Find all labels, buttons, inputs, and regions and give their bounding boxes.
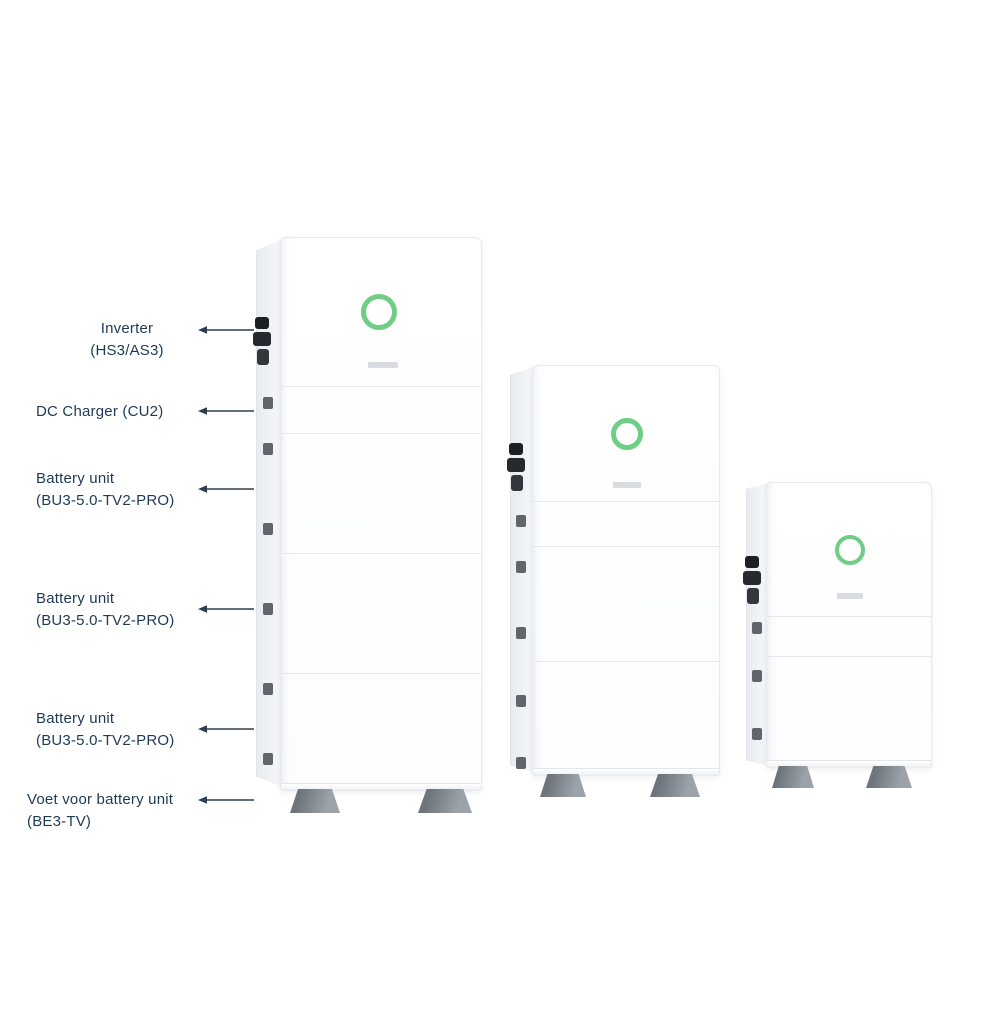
status-ring-icon: [611, 418, 643, 450]
side-port: [263, 397, 273, 409]
tower-front-panel: [532, 365, 720, 776]
tower-front-panel: [766, 482, 932, 768]
dc-connector-icon: [743, 556, 765, 608]
label-text: (HS3/AS3): [90, 342, 164, 359]
label-text: Battery unit: [36, 710, 115, 727]
label-text: (BU3-5.0-TV2-PRO): [36, 732, 175, 749]
label-text: DC Charger (CU2): [36, 403, 164, 420]
battery-section: [281, 673, 481, 790]
dc-charger-section: [767, 616, 931, 656]
side-port: [263, 683, 273, 695]
inverter-section: [767, 483, 931, 616]
label-text: (BE3-TV): [27, 813, 92, 830]
side-port: [263, 603, 273, 615]
label-text: Inverter: [100, 320, 154, 337]
side-port: [263, 443, 273, 455]
battery-section: [533, 546, 719, 661]
side-port: [752, 728, 762, 740]
callout-arrow: [198, 605, 254, 613]
label-text: (BU3-5.0-TV2-PRO): [36, 492, 175, 509]
side-port: [516, 695, 526, 707]
label-text: Battery unit: [36, 590, 115, 607]
label-inverter: Inverter (HS3/AS3): [70, 318, 184, 362]
battery-section: [767, 656, 931, 767]
side-port: [516, 515, 526, 527]
label-text: (BU3-5.0-TV2-PRO): [36, 612, 175, 629]
battery-section: [281, 553, 481, 673]
side-port: [263, 523, 273, 535]
inverter-section: [533, 366, 719, 501]
callout-arrow: [198, 725, 254, 733]
callout-arrow: [198, 407, 254, 415]
battery-tower-small: [743, 482, 932, 794]
side-port: [516, 757, 526, 769]
battery-tower-medium: [507, 365, 720, 802]
callout-arrow: [198, 326, 254, 334]
tower-foot: [290, 789, 340, 813]
label-battery-unit-1: Battery unit (BU3-5.0-TV2-PRO): [36, 468, 174, 512]
label-dc-charger: DC Charger (CU2): [36, 401, 163, 423]
side-port: [516, 561, 526, 573]
battery-section: [533, 661, 719, 775]
base-strip: [767, 760, 931, 767]
brand-mark: [368, 362, 398, 368]
status-ring-icon: [361, 294, 397, 330]
tower-front-panel: [280, 237, 482, 791]
brand-mark: [613, 482, 641, 488]
tower-side-panel: [256, 239, 282, 787]
brand-mark: [837, 593, 863, 599]
label-text: Battery unit: [36, 470, 115, 487]
label-battery-base: Voet voor battery unit (BE3-TV): [27, 789, 173, 833]
label-battery-unit-2: Battery unit (BU3-5.0-TV2-PRO): [36, 588, 174, 632]
tower-foot: [540, 774, 586, 797]
label-text: Voet voor battery unit: [27, 791, 174, 808]
side-port: [752, 622, 762, 634]
callout-arrow: [198, 796, 254, 804]
label-battery-unit-3: Battery unit (BU3-5.0-TV2-PRO): [36, 708, 174, 752]
dc-charger-section: [533, 501, 719, 546]
dc-connector-icon: [253, 317, 275, 369]
side-port: [263, 753, 273, 765]
base-strip: [533, 768, 719, 775]
inverter-section: [281, 238, 481, 386]
dc-connector-icon: [507, 443, 529, 495]
side-port: [516, 627, 526, 639]
status-ring-icon: [835, 535, 865, 565]
tower-foot: [772, 766, 814, 788]
tower-foot: [650, 774, 700, 797]
base-strip: [281, 783, 481, 790]
side-port: [752, 670, 762, 682]
callout-arrow: [198, 485, 254, 493]
tower-foot: [866, 766, 912, 788]
battery-tower-large: [253, 237, 482, 815]
dc-charger-section: [281, 386, 481, 433]
battery-section: [281, 433, 481, 553]
tower-foot: [418, 789, 472, 813]
